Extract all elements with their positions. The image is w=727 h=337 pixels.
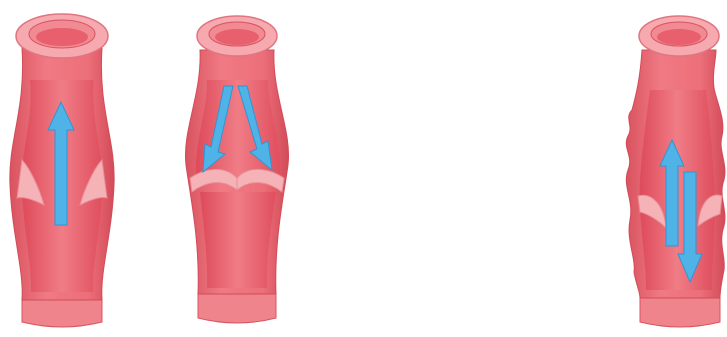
vein-bottom-rim [198,292,276,323]
closed-valve-vein [185,16,288,323]
vein-bottom-rim [640,296,720,327]
vein-opening-depth [215,29,259,45]
open-valve-vein [10,14,114,327]
vein-opening-depth [36,28,88,46]
vein-lumen-lower [200,192,276,288]
vein-bottom-rim [22,298,102,327]
vein-opening-depth [657,29,701,45]
varicose-vein [626,16,725,327]
